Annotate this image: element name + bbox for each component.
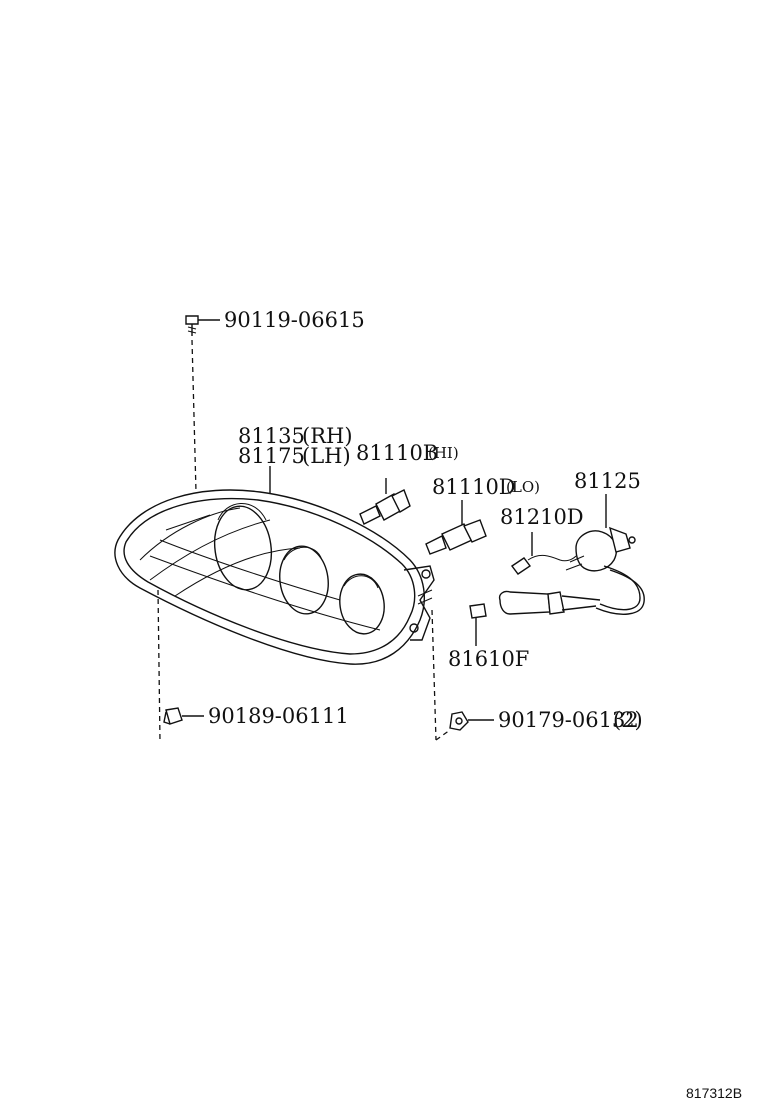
bulb-side-number: 81610F bbox=[448, 647, 529, 671]
bulb-lo-note: (LO) bbox=[506, 478, 540, 496]
bolt-part-number: 90119-06615 bbox=[224, 308, 365, 332]
lens-lh-side: (LH) bbox=[302, 444, 351, 468]
socket-number: 81125 bbox=[574, 469, 641, 493]
bulb-81110d-lo[interactable] bbox=[425, 500, 487, 555]
bulb-hi-number: 81110B bbox=[356, 441, 438, 465]
lens-rh-side: (RH) bbox=[302, 424, 353, 448]
socket-81125[interactable] bbox=[565, 494, 645, 615]
lens-rh-number: 81135 bbox=[238, 424, 305, 448]
bulb-81110b-hi[interactable] bbox=[359, 478, 411, 525]
clip-90189-06111[interactable] bbox=[163, 707, 204, 725]
diagram-reference: 817312B bbox=[686, 1085, 742, 1101]
nut-guide-line bbox=[431, 609, 437, 741]
clip-guide-line bbox=[157, 589, 161, 743]
bolt-90119-06615[interactable]: 90119-06615 bbox=[185, 308, 365, 336]
bulb-small-number: 81210D bbox=[500, 505, 584, 529]
bulb-hi-note: (HI) bbox=[428, 444, 459, 462]
clip-number: 90189-06111 bbox=[208, 704, 349, 728]
lens-lh-number: 81175 bbox=[238, 444, 305, 468]
nut-90179-06132[interactable] bbox=[449, 711, 494, 731]
bulb-lo-number: 81110D bbox=[432, 475, 516, 499]
bolt-guide-line bbox=[191, 339, 197, 493]
wire-sleeve bbox=[498, 590, 601, 615]
nut-number: 90179-06132 bbox=[498, 708, 639, 732]
nut-qty: (2) bbox=[613, 708, 643, 732]
bulb-81210d[interactable] bbox=[510, 532, 577, 575]
nut-guide-tail bbox=[435, 729, 451, 741]
bulb-81610f[interactable] bbox=[469, 603, 487, 646]
headlamp-housing[interactable] bbox=[114, 489, 435, 665]
